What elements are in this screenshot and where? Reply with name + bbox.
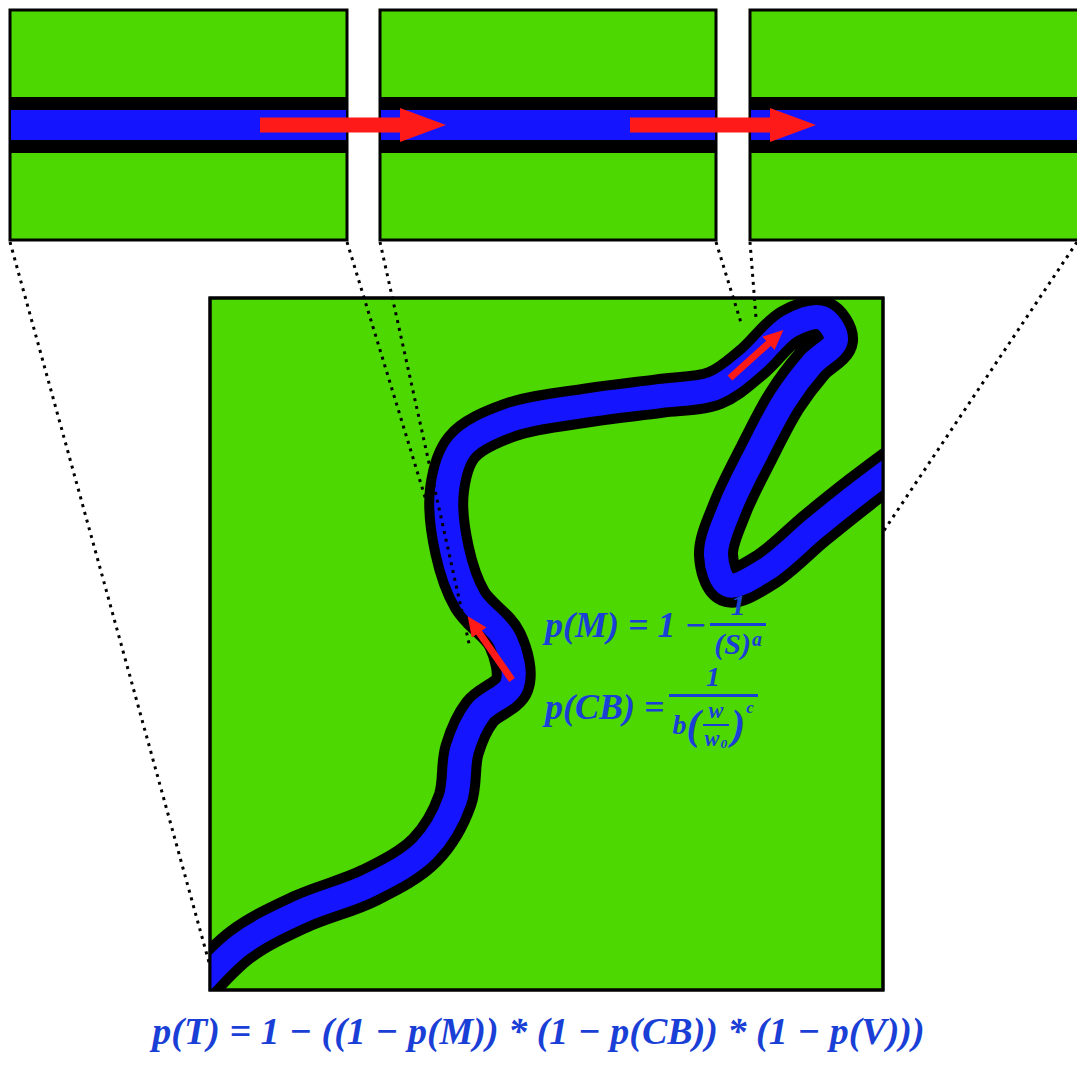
fraction: 1 (S) a [710,590,766,659]
equation-part: ) [731,704,745,746]
denominator: (S) a [710,623,766,659]
equation-part: w [705,728,720,750]
equation-text: p(T) = 1 − ((1 − p(M)) * (1 − p(CB)) * (… [152,1010,924,1052]
equation-text: p(CB) = [545,687,665,727]
denominator: b ( w w0 ) c [669,694,758,751]
equation-text: c [746,698,753,717]
flow-arrow [730,342,770,378]
flow-arrow [630,118,772,133]
denominator: w0 [703,724,730,750]
equation-text: b [673,709,687,740]
equation-part: w [706,700,725,724]
river-map [190,298,900,995]
equation: p(CB) = 1 b ( w w0 ) c [545,663,762,751]
equation-text: ) [731,702,745,748]
equation-text: (S) [714,627,751,660]
fraction: w w0 [703,700,730,751]
equation: p(M) = 1 − 1 (S) a [545,590,770,659]
equation-text: 1 [731,588,746,621]
equation-part: 1 [727,590,750,623]
equation-part: 1 [702,663,724,694]
equation-part: a [752,629,762,649]
equation-part: b [673,711,687,739]
river-channel [210,317,883,990]
equation-text: w [705,726,720,751]
equation-text: w [708,698,723,723]
equation-text: 0 [720,736,727,751]
equation-part: ( [687,704,701,746]
equation-text: ( [687,702,701,748]
equation-part: (S) [714,629,751,659]
flow-arrow [260,118,402,133]
equation-part: c [746,700,753,717]
equation-text: p(M) = 1 − [545,605,706,645]
zoom-leaders [10,242,1077,966]
zoom-panel [750,10,1077,240]
river-bank [210,317,883,990]
equation-part: p(T) = 1 − ((1 − p(M)) * (1 − p(CB)) * (… [152,1012,924,1050]
fraction: 1 b ( w w0 ) c [669,663,758,751]
zoom-panels [10,10,1077,240]
flow-arrow [478,631,512,680]
equation-part: 0 [720,737,727,750]
equation-text: 1 [706,661,720,692]
equation-part: p(M) = 1 − [545,607,706,643]
equation-part: p(CB) = [545,689,665,725]
equation: p(T) = 1 − ((1 − p(M)) * (1 − p(CB)) * (… [152,1012,924,1050]
equation-text: a [752,628,762,650]
